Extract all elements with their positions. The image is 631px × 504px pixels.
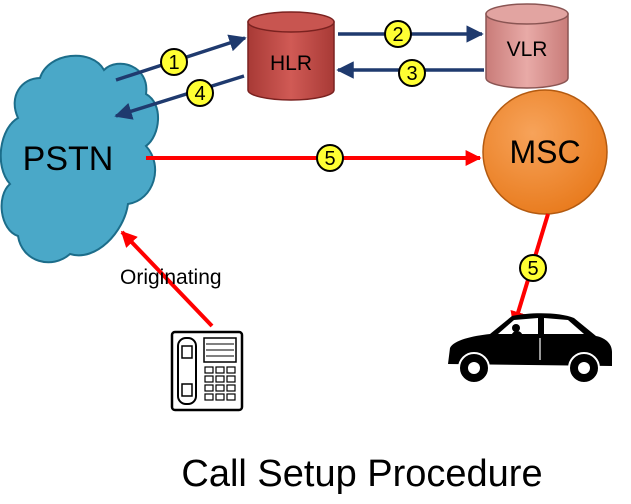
svg-text:2: 2 (392, 24, 403, 46)
svg-text:5: 5 (324, 148, 335, 170)
vlr-database: VLR (485, 3, 569, 89)
step-badge-3: 3 (398, 59, 426, 87)
step-badge-1: 1 (160, 48, 188, 76)
msc-label: MSC (509, 134, 580, 170)
msc-node: MSC (482, 89, 608, 215)
pstn-label: PSTN (23, 140, 114, 178)
diagram-title: Call Setup Procedure (181, 453, 542, 495)
arrow-step-4 (114, 74, 245, 120)
svg-text:4: 4 (194, 83, 205, 105)
car-icon (448, 313, 612, 384)
telephone-icon (170, 330, 244, 412)
originating-label: Originating (120, 266, 222, 289)
step-badge-5-msc-car: 5 (519, 254, 547, 282)
svg-text:3: 3 (406, 63, 417, 85)
svg-text:5: 5 (527, 258, 538, 280)
step-badge-4: 4 (186, 79, 214, 107)
hlr-label: HLR (270, 52, 312, 75)
step-badge-5-pstn-msc: 5 (316, 144, 344, 172)
hlr-database: HLR (247, 11, 335, 101)
step-badge-2: 2 (384, 20, 412, 48)
pstn-cloud: PSTN (0, 54, 160, 264)
vlr-label: VLR (507, 38, 548, 61)
arrow-originating (120, 230, 214, 328)
svg-text:1: 1 (168, 52, 179, 74)
